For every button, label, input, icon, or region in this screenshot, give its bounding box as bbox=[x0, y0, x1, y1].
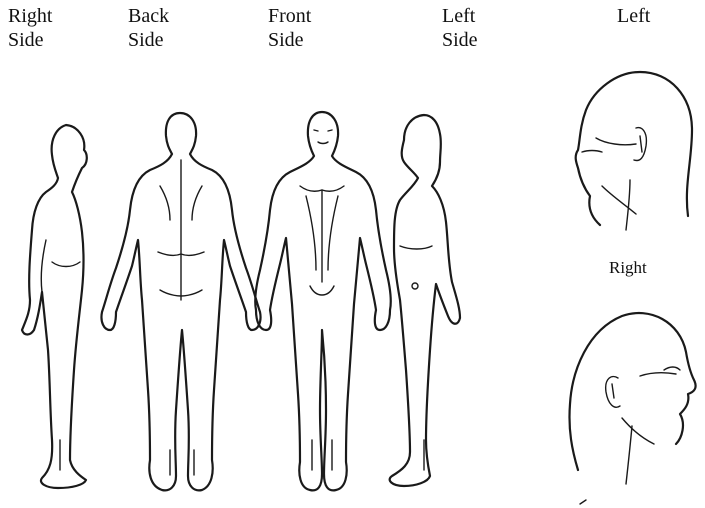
figure-back-side bbox=[101, 113, 260, 490]
figure-left-side bbox=[390, 115, 460, 486]
head-left-view bbox=[576, 72, 692, 230]
figure-front-side bbox=[255, 112, 391, 490]
head-right-view bbox=[569, 313, 695, 504]
figure-right-side bbox=[22, 125, 87, 488]
